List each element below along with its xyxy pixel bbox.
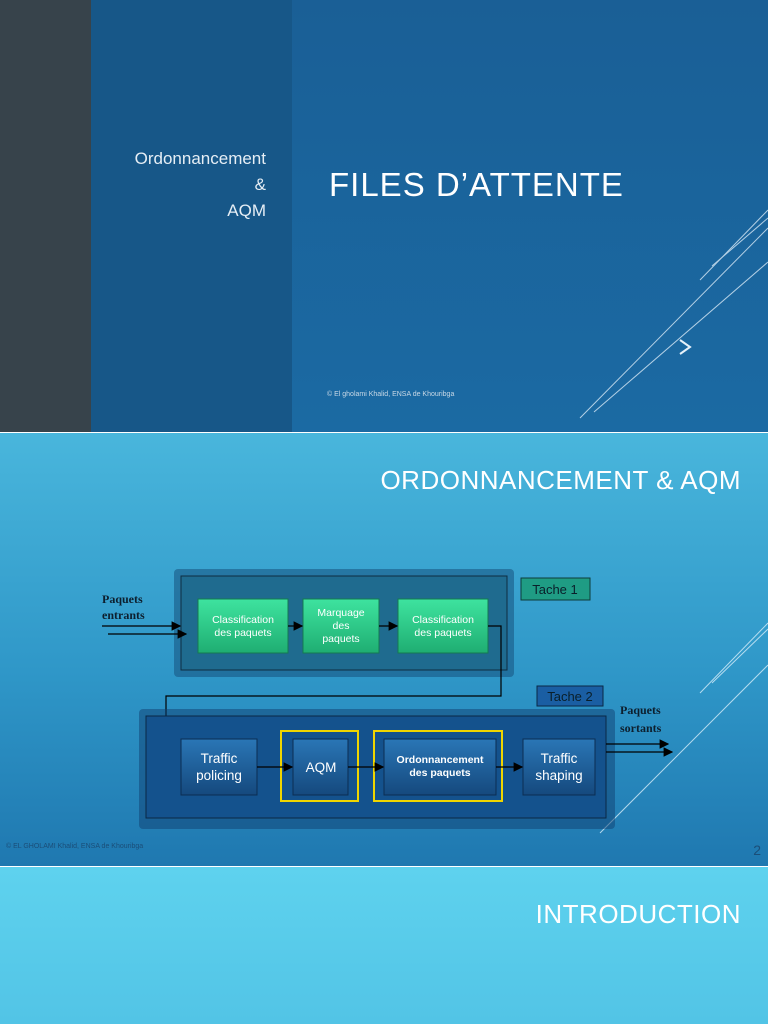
subtitle-panel [91, 0, 292, 432]
ordonnancement-box [383, 738, 497, 796]
task2-box-4: Traffic shaping [522, 738, 596, 796]
copyright-text: © El gholami Khalid, ENSA de Khouribga [327, 391, 455, 398]
highlight-frame [373, 730, 503, 802]
classification-box [397, 598, 489, 654]
box-text: des paquets [409, 767, 470, 779]
title-panel [292, 0, 768, 432]
marquage-box [302, 598, 380, 654]
classification-box [197, 598, 289, 654]
box-text: AQM [306, 760, 337, 775]
slide-title-text: INTRODUCTION [535, 899, 741, 929]
box-text: Classification [412, 614, 474, 626]
slide-introduction: INTRODUCTION [0, 867, 768, 1024]
output-label: sortants [620, 721, 662, 735]
input-label: entrants [102, 608, 145, 622]
box-text: paquets [322, 633, 359, 645]
left-dark-band [0, 0, 91, 432]
input-label: Paquets [102, 592, 143, 606]
task2-label-box [536, 685, 604, 707]
task2-box-2: AQM [292, 738, 349, 796]
process-diagram: Tache 1 Classification des paquets Marqu… [102, 569, 768, 834]
subtitle-line: & [254, 175, 266, 194]
slide-ordonnancement: ORDONNANCEMENT & AQM Tache 1 [0, 433, 768, 866]
task2-box-1: Traffic policing [180, 738, 258, 796]
box-text: shaping [535, 768, 582, 783]
task1-box-2: Marquage des paquets [302, 598, 380, 654]
slide-subtitle: Ordonnancement & AQM [135, 146, 266, 224]
box-text: des paquets [414, 627, 471, 639]
box-text: Ordonnancement [397, 754, 484, 766]
slide-title-text: FILES D’ATTENTE [329, 166, 624, 203]
task2-label: Tache 2 [547, 689, 593, 704]
decorative-lines [599, 622, 768, 834]
aqm-box [292, 738, 349, 796]
chevron-right-icon [679, 339, 692, 355]
page-number: 2 [753, 842, 761, 858]
slide-title: Ordonnancement & AQM FILES D’ATTENTE © E… [0, 0, 768, 432]
slide-title-text: ORDONNANCEMENT & AQM [380, 465, 741, 495]
box-text: Traffic [541, 751, 578, 766]
highlight-frame [280, 730, 359, 802]
task1-label-box [520, 577, 591, 601]
traffic-policing-box [180, 738, 258, 796]
task2-box-3: Ordonnancement des paquets [383, 738, 497, 796]
copyright-text: © EL GHOLAMI Khalid, ENSA de Khouribga [6, 843, 144, 850]
box-text: des [333, 620, 350, 632]
box-text: des paquets [214, 627, 271, 639]
task1-label: Tache 1 [532, 582, 578, 597]
box-text: Marquage [317, 607, 364, 619]
decorative-lines [579, 209, 768, 419]
task1-box-1: Classification des paquets [197, 598, 289, 654]
subtitle-line: AQM [227, 201, 266, 220]
subtitle-line: Ordonnancement [134, 149, 266, 168]
traffic-shaping-box [522, 738, 596, 796]
box-text: Classification [212, 614, 274, 626]
task1-box-3: Classification des paquets [397, 598, 489, 654]
output-label: Paquets [620, 703, 661, 717]
box-text: policing [196, 768, 242, 783]
box-text: Traffic [201, 751, 238, 766]
